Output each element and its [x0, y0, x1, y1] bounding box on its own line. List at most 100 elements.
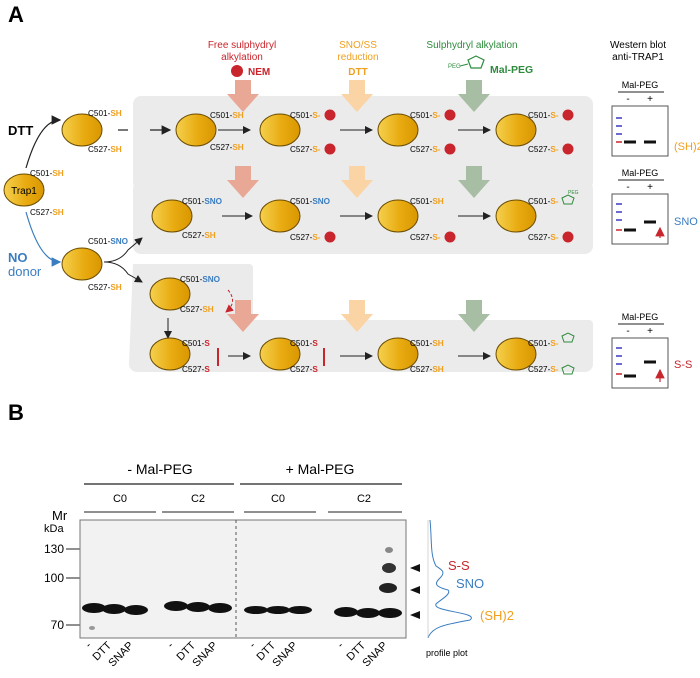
- kda-label: kDa: [44, 523, 64, 535]
- svg-text:SNAP: SNAP: [190, 640, 220, 670]
- svg-text:Trap1: Trap1: [11, 186, 37, 197]
- svg-text:reduction: reduction: [337, 52, 378, 63]
- svg-text:Sulphydryl alkylation: Sulphydryl alkylation: [426, 40, 517, 51]
- dtt-treatment-label: DTT: [8, 123, 33, 138]
- profile-plot-curve: [427, 519, 472, 639]
- svg-text:C527-S-: C527-S-: [290, 145, 321, 154]
- svg-text:alkylation: alkylation: [221, 52, 263, 63]
- svg-text:C501-S: C501-S: [290, 339, 318, 348]
- svg-text:C527-S-: C527-S-: [528, 365, 559, 374]
- maleimide-icon: [459, 55, 485, 69]
- no-treatment-label: NO: [8, 250, 28, 265]
- svg-text:C527-SH: C527-SH: [182, 231, 216, 240]
- tick-100: 100: [44, 571, 64, 585]
- sub-c0-2: C0: [271, 493, 285, 505]
- svg-text:S-S: S-S: [674, 359, 692, 371]
- svg-text:Mal-PEG: Mal-PEG: [490, 64, 533, 76]
- svg-text:C501-S-: C501-S-: [528, 339, 559, 348]
- svg-text:C527-S-: C527-S-: [410, 233, 441, 242]
- stage-dtt-header: SNO/SS reduction DTT: [337, 40, 378, 78]
- svg-text:+: +: [647, 182, 653, 193]
- svg-text:C501-S: C501-S: [182, 339, 210, 348]
- group-plus-malpeg: + Mal-PEG: [286, 461, 355, 477]
- svg-text:+: +: [647, 94, 653, 105]
- row-sh2: C501-SH C527-SH C501-SH C527-SH C501-S- …: [61, 109, 574, 155]
- svg-text:SNAP: SNAP: [270, 640, 300, 670]
- svg-text:C527-SH: C527-SH: [180, 305, 214, 314]
- svg-text:NEM: NEM: [248, 67, 270, 78]
- svg-text:C527-S-: C527-S-: [528, 145, 559, 154]
- svg-text:Mal-PEG: Mal-PEG: [622, 312, 659, 322]
- svg-text:C527-S-: C527-S-: [290, 233, 321, 242]
- svg-text:C527-SH: C527-SH: [88, 145, 122, 154]
- svg-text:(SH)2: (SH)2: [674, 141, 700, 153]
- row-ss: C501-SNO C527-SH C501-S C527-S C501-S C5…: [149, 275, 575, 375]
- nem-dot-icon: [231, 65, 243, 77]
- svg-text:C527-S-: C527-S-: [528, 233, 559, 242]
- lane-labels: - DTT SNAP - DTT SNAP - DTT SNAP - DTT S…: [83, 639, 390, 669]
- sub-c2-1: C2: [191, 493, 205, 505]
- western-blot-image: [79, 519, 407, 639]
- svg-text:Free sulphydryl: Free sulphydryl: [208, 40, 276, 51]
- svg-text:Western blot: Western blot: [610, 40, 666, 51]
- western-blot-column: Western blot anti-TRAP1 Mal-PEG - + (SH)…: [610, 40, 700, 389]
- svg-text:C501-SNO: C501-SNO: [88, 237, 129, 246]
- svg-text:C527-S: C527-S: [290, 365, 318, 374]
- svg-text:C527-SH: C527-SH: [210, 143, 244, 152]
- svg-text:C501-S-: C501-S-: [528, 197, 559, 206]
- trap1-start: Trap1 C501-SH C527-SH: [3, 169, 64, 217]
- peg-icon: PEG: [561, 190, 579, 205]
- svg-text:C527-S-: C527-S-: [410, 145, 441, 154]
- sno-band-arrow: [410, 586, 420, 594]
- svg-text:C501-S-: C501-S-: [410, 111, 441, 120]
- svg-text:SNO/SS: SNO/SS: [339, 40, 377, 51]
- row-sno: C501-SNO C527-SH C501-SNO C527-SH C501-S…: [61, 190, 579, 292]
- peg-icon: [561, 332, 575, 343]
- svg-text:C527-SH: C527-SH: [88, 283, 122, 292]
- sub-c2-2: C2: [357, 493, 371, 505]
- svg-text:C501-SH: C501-SH: [410, 339, 444, 348]
- svg-text:SNO: SNO: [674, 216, 698, 228]
- svg-text:PEG: PEG: [568, 190, 579, 196]
- svg-text:-: -: [626, 182, 629, 193]
- svg-text:-: -: [626, 326, 629, 337]
- svg-text:C501-SH: C501-SH: [88, 109, 122, 118]
- svg-text:C501-SNO: C501-SNO: [290, 197, 331, 206]
- svg-text:-: -: [83, 639, 94, 650]
- dtt-branch-arrow: [25, 115, 62, 169]
- svg-text:-: -: [626, 94, 629, 105]
- down-arrows: [227, 80, 490, 332]
- row-bg-sno: [133, 181, 593, 254]
- donor-treatment-label: donor: [8, 264, 42, 279]
- svg-text:C527-SH: C527-SH: [410, 365, 444, 374]
- svg-text:PEG: PEG: [448, 64, 461, 70]
- ss-band-arrow: [410, 564, 420, 572]
- svg-text:C501-SH: C501-SH: [210, 111, 244, 120]
- svg-text:C501-SNO: C501-SNO: [182, 197, 223, 206]
- svg-text:-: -: [335, 639, 346, 650]
- svg-text:C501-SH: C501-SH: [410, 197, 444, 206]
- svg-text:SNAP: SNAP: [360, 640, 390, 670]
- svg-text:C527-SH: C527-SH: [30, 208, 64, 217]
- svg-text:C501-S-: C501-S-: [528, 111, 559, 120]
- label-sh2: (SH)2: [480, 608, 514, 623]
- svg-text:Mal-PEG: Mal-PEG: [622, 80, 659, 90]
- svg-text:anti-TRAP1: anti-TRAP1: [612, 52, 664, 63]
- svg-text:Mal-PEG: Mal-PEG: [622, 168, 659, 178]
- svg-text:C501-S-: C501-S-: [290, 111, 321, 120]
- stage-malpeg-header: Sulphydryl alkylation PEG Mal-PEG: [426, 40, 533, 76]
- no-branch-arrow: [25, 211, 62, 267]
- mr-label: Mr: [52, 508, 68, 523]
- profile-plot-label: profile plot: [426, 648, 468, 658]
- svg-text:SNAP: SNAP: [106, 640, 136, 670]
- svg-text:-: -: [165, 639, 176, 650]
- panel-a-label: A: [8, 2, 24, 27]
- row-bg-ss: [129, 264, 593, 372]
- group-minus-malpeg: - Mal-PEG: [127, 461, 192, 477]
- sh2-band-arrow: [410, 611, 420, 619]
- svg-text:C501-SH: C501-SH: [30, 169, 64, 178]
- stage-nem-header: Free sulphydryl alkylation NEM: [208, 40, 276, 78]
- svg-text:+: +: [647, 326, 653, 337]
- tick-130: 130: [44, 542, 64, 556]
- label-ss: S-S: [448, 558, 470, 573]
